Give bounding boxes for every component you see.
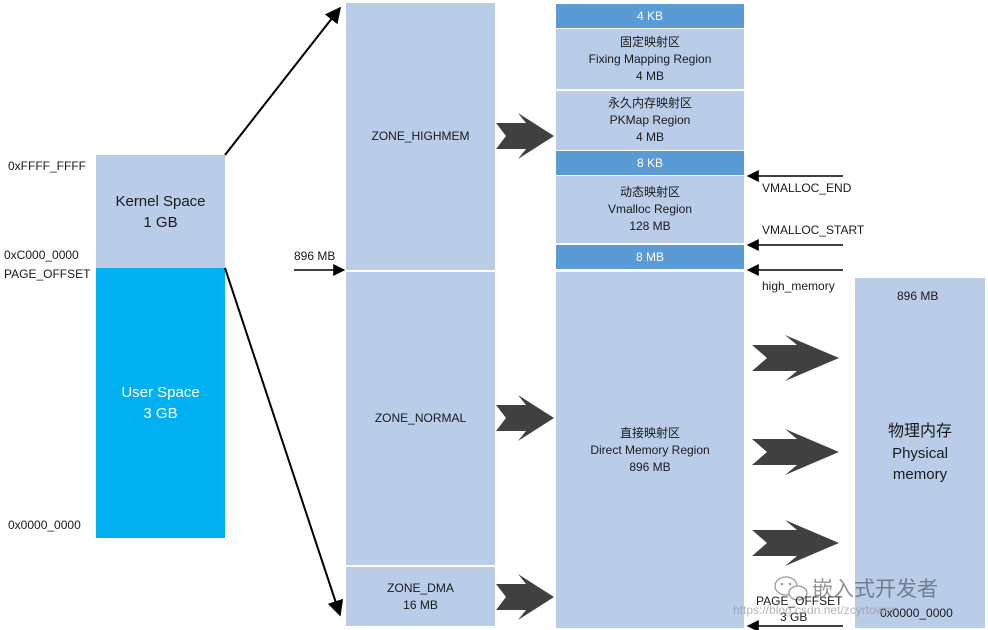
gap-8kb-block: 8 KB: [556, 151, 744, 175]
physical-bottom-label: 0x0000_0000: [880, 606, 953, 620]
pkmap-size: 4 MB: [635, 130, 664, 144]
user-space-block: User Space 3 GB: [96, 268, 225, 538]
gap-4kb-block: 4 KB: [556, 4, 744, 28]
highmem-map-arrow: [496, 113, 554, 159]
pkmap-region-block: 永久内存映射区 PKMap Region 4 MB: [556, 91, 744, 150]
direct-en-label: Direct Memory Region: [590, 442, 710, 457]
wechat-watermark: 嵌入式开发者: [812, 578, 938, 601]
gap-8kb-label: 8 KB: [636, 155, 663, 170]
phys-map-arrow-1: [752, 335, 839, 381]
fixmap-region-block: 固定映射区 Fixing Mapping Region 4 MB: [556, 29, 744, 89]
gap-8mb-label: 8 MB: [635, 249, 664, 264]
zone-marker-896mb: 896 MB: [294, 249, 336, 263]
user-space-size: 3 GB: [143, 405, 178, 422]
high-memory-label: high_memory: [762, 279, 835, 293]
csdn-watermark: https://blog.csdn.net/zcyrtower: [733, 603, 896, 617]
zone-dma-label: ZONE_DMA: [387, 580, 454, 595]
zone-dma-size: 16 MB: [403, 597, 438, 612]
vmalloc-start-label: VMALLOC_START: [762, 223, 865, 237]
phys-map-arrow-2: [752, 429, 839, 475]
vmalloc-zh-label: 动态映射区: [619, 185, 680, 199]
address-label-page-offset: PAGE_OFFSET: [4, 267, 91, 281]
physical-zh-label: 物理内存: [887, 423, 952, 440]
physical-memory-block: 物理内存 Physical memory: [855, 278, 985, 628]
fixmap-zh-label: 固定映射区: [619, 34, 680, 49]
zone-normal-block: ZONE_NORMAL: [346, 272, 495, 565]
address-label-mid: 0xC000_0000: [4, 248, 79, 262]
vmalloc-en-label: Vmalloc Region: [607, 202, 693, 216]
zone-highmem-label: ZONE_HIGHMEM: [371, 129, 470, 143]
phys-map-arrow-3: [752, 520, 839, 566]
fixmap-size: 4 MB: [635, 68, 664, 83]
physical-en-label-1: Physical: [892, 445, 948, 462]
kernel-space-size: 1 GB: [143, 213, 178, 231]
address-label-top: 0xFFFF_FFFF: [8, 159, 86, 173]
user-to-zones-arrow: [224, 267, 344, 617]
user-space-label: User Space: [121, 384, 200, 401]
direct-region-block: 直接映射区 Direct Memory Region 896 MB: [556, 272, 744, 628]
page-offset-label: PAGE_OFFSET: [756, 594, 843, 608]
vmalloc-end-label: VMALLOC_END: [762, 181, 852, 195]
kernel-to-zones-arrow: [224, 6, 341, 156]
pkmap-en-label: PKMap Region: [609, 113, 691, 127]
direct-size: 896 MB: [629, 459, 671, 474]
dma-map-arrow: [496, 574, 554, 620]
fixmap-en-label: Fixing Mapping Region: [588, 51, 712, 66]
gap-4kb-label: 4 KB: [636, 8, 663, 23]
direct-zh-label: 直接映射区: [619, 425, 680, 440]
zone-highmem-block: ZONE_HIGHMEM: [346, 3, 495, 270]
address-label-bottom: 0x0000_0000: [8, 518, 81, 532]
physical-top-label: 896 MB: [897, 289, 939, 303]
wechat-logo: [774, 576, 808, 601]
page-offset-size-label: 3 GB: [780, 610, 808, 624]
pkmap-zh-label: 永久内存映射区: [607, 96, 692, 110]
vmalloc-region-block: 动态映射区 Vmalloc Region 128 MB: [556, 176, 744, 243]
zone-dma-block: ZONE_DMA 16 MB: [346, 567, 495, 626]
gap-8mb-block: 8 MB: [556, 245, 744, 269]
vmalloc-size: 128 MB: [629, 219, 671, 233]
kernel-space-block: Kernel Space 1 GB: [96, 155, 225, 268]
zone-normal-label: ZONE_NORMAL: [374, 411, 467, 425]
physical-en-label-2: memory: [892, 466, 948, 483]
normal-map-arrow: [496, 395, 554, 441]
kernel-space-label: Kernel Space: [115, 192, 206, 210]
